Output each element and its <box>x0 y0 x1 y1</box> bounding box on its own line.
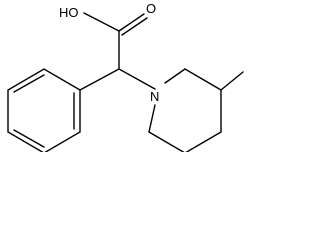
bond-c6-n <box>148 104 156 133</box>
bond-methyl <box>220 71 244 91</box>
piperidine-ring: N <box>148 68 222 152</box>
bond-c2-c3 <box>184 68 222 91</box>
bond-c4-c5 <box>185 131 222 152</box>
bond-n-c2 <box>164 68 186 84</box>
bond-carbonyl-double-a <box>118 13 145 32</box>
bond-carbonyl-double-b <box>121 17 148 36</box>
bond-c5-c6 <box>148 131 185 152</box>
carbonyl-oxygen-label: O <box>146 1 156 16</box>
phenyl-double-bond-2 <box>13 129 45 148</box>
chemical-structure-diagram: HO O N <box>7 1 244 152</box>
phenyl-ring <box>7 68 81 152</box>
bond-alpha-nitrogen <box>118 68 156 90</box>
phenyl-double-bond-1 <box>13 74 45 93</box>
bond-oh-carboxyl-c <box>83 12 120 32</box>
hydroxyl-label: HO <box>59 5 79 20</box>
bond-alpha-phenyl <box>79 68 120 91</box>
nitrogen-label: N <box>150 89 159 104</box>
phenyl-ring-outline <box>7 68 81 152</box>
carboxylic-acid-group: HO O <box>59 1 156 70</box>
